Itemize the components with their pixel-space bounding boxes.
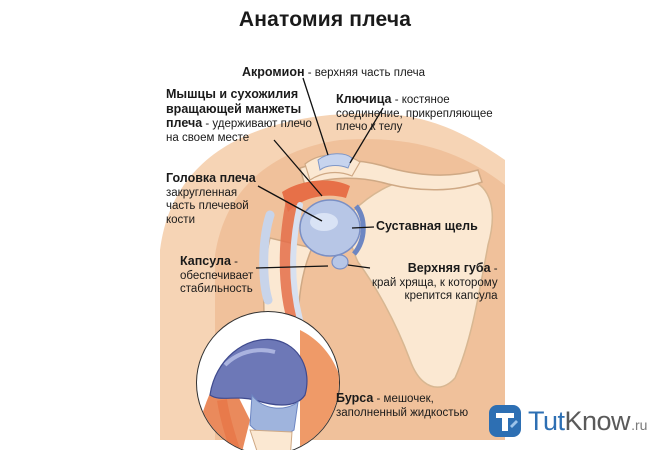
watermark-name-a: Tut bbox=[528, 405, 565, 436]
label-clavicle-name: Ключица bbox=[336, 92, 392, 106]
watermark-logo: TutKnow .ru bbox=[488, 404, 647, 438]
label-acromion-desc: - верхняя часть плеча bbox=[304, 67, 426, 79]
label-humeral-head: Головка плеча закругленная часть плечево… bbox=[166, 171, 256, 227]
label-joint-space: Суставная щель bbox=[376, 219, 478, 235]
label-rotator-cuff-desc2: на своем месте bbox=[166, 131, 250, 144]
label-rotator-cuff: Мышцы и сухожилия вращающей манжеты плеч… bbox=[166, 87, 312, 145]
label-labrum: Верхняя губа - край хряща, к которому кр… bbox=[372, 261, 498, 304]
label-capsule-desc2: обеспечивает bbox=[180, 269, 254, 282]
magnified-detail bbox=[196, 311, 340, 450]
label-clavicle: Ключица - костяное соединение, прикрепля… bbox=[336, 92, 493, 135]
diagram-title: Анатомия плеча bbox=[238, 8, 412, 31]
label-acromion-name: Акромион bbox=[242, 65, 305, 79]
watermark-name-b: Know bbox=[564, 405, 631, 436]
rotator-cuff-muscle bbox=[282, 180, 350, 212]
watermark-domain: .ru bbox=[631, 417, 648, 433]
label-capsule-name: Капсула bbox=[180, 254, 231, 268]
watermark-name: TutKnow bbox=[528, 405, 631, 437]
label-humeral-head-desc2: часть плечевой bbox=[166, 200, 249, 212]
label-rotator-cuff-line3: плеча bbox=[166, 116, 203, 130]
leader-lines bbox=[255, 77, 384, 404]
label-clavicle-desc2: соединение, прикрепляющее bbox=[336, 107, 493, 120]
label-clavicle-desc1: - костяное bbox=[391, 94, 450, 106]
label-capsule-desc3: стабильность bbox=[180, 283, 253, 295]
label-capsule-desc1: - bbox=[230, 256, 238, 268]
label-clavicle-desc3: плечо к телу bbox=[336, 121, 403, 133]
label-labrum-desc1: - bbox=[490, 263, 498, 275]
label-humeral-head-desc3: кости bbox=[166, 213, 195, 226]
label-acromion: Акромион - верхняя часть плеча bbox=[242, 65, 426, 81]
label-rotator-cuff-desc1: - удерживают плечо bbox=[202, 118, 312, 130]
label-bursa-name: Бурса bbox=[336, 391, 374, 405]
label-rotator-cuff-line1: Мышцы и сухожилия bbox=[166, 87, 299, 101]
label-bursa-desc1: - мешочек, bbox=[373, 393, 434, 405]
label-labrum-desc3: крепится капсула bbox=[404, 290, 498, 302]
label-bursa-desc2: заполненный жидкостью bbox=[336, 406, 469, 419]
label-humeral-head-desc1: закругленная bbox=[166, 186, 238, 199]
label-bursa: Бурса - мешочек, заполненный жидкостью bbox=[336, 391, 469, 420]
label-rotator-cuff-line2: вращающей манжеты bbox=[166, 101, 302, 116]
label-humeral-head-name: Головка плеча bbox=[166, 171, 256, 185]
tutknow-logo-icon bbox=[489, 405, 521, 437]
label-capsule: Капсула - обеспечивает стабильность bbox=[180, 254, 254, 297]
label-labrum-desc2: край хряща, к которому bbox=[372, 276, 498, 289]
label-joint-space-name: Суставная щель bbox=[376, 219, 478, 233]
label-labrum-name: Верхняя губа bbox=[407, 261, 491, 275]
